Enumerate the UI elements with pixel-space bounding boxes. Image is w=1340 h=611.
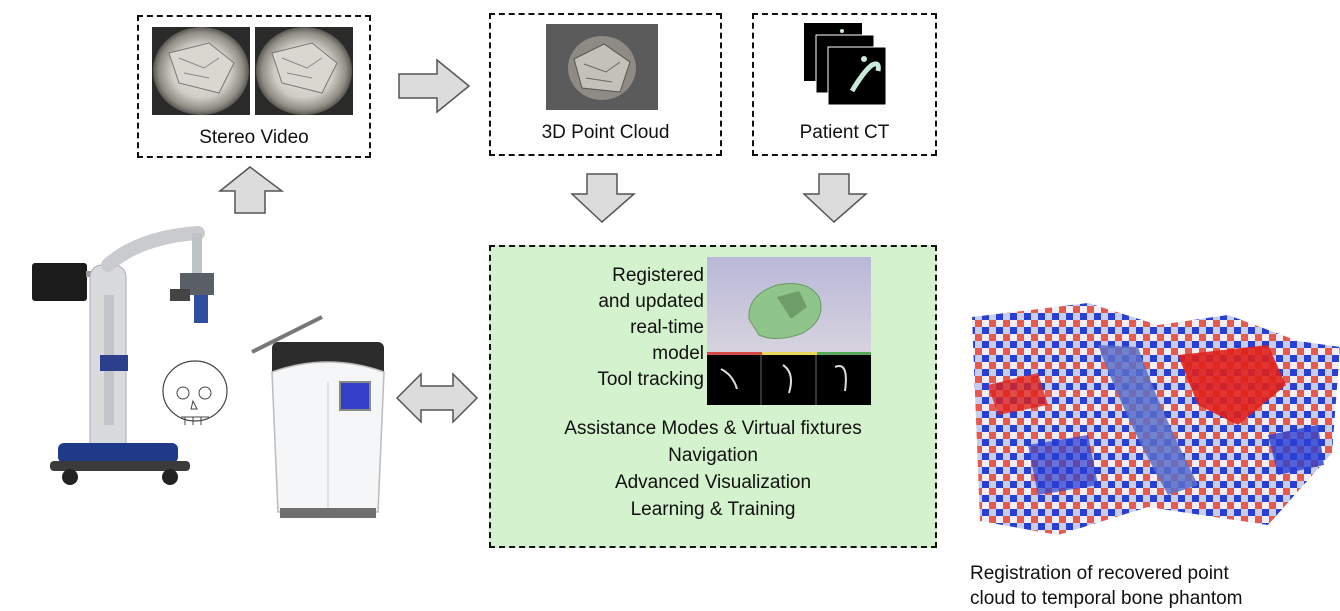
- up-arrow-icon: [218, 166, 284, 214]
- double-arrow-icon: [395, 372, 479, 424]
- registered-line: Tool tracking: [597, 369, 704, 390]
- stereo-frames-icon: [152, 27, 353, 115]
- skull-sketch-icon: [162, 360, 228, 425]
- registered-line: real-time: [630, 317, 704, 338]
- feature-item: Advanced Visualization: [614, 472, 812, 493]
- point-cloud-box: 3D Point Cloud: [489, 13, 722, 156]
- feature-list: Assistance Modes & Virtual fixtures Navi…: [491, 415, 935, 523]
- surgical-robot-icon: [251, 315, 385, 518]
- caption-line: cloud to temporal bone phantom: [970, 588, 1243, 609]
- patient-ct-box: Patient CT: [752, 13, 937, 156]
- registered-line: and updated: [598, 291, 704, 312]
- feature-item: Navigation: [668, 445, 758, 466]
- patient-ct-label: Patient CT: [799, 122, 890, 143]
- registered-line: Registered: [612, 265, 704, 286]
- registered-text: Registered and updated real-time model T…: [531, 263, 704, 393]
- registered-model-panel: Registered and updated real-time model T…: [489, 245, 937, 548]
- surgical-microscope-icon: [32, 226, 214, 485]
- ct-slices-icon: [804, 23, 887, 106]
- down-arrow-icon: [570, 173, 636, 224]
- point-cloud-thumbnail-icon: [546, 24, 658, 110]
- down-arrow-icon: [802, 173, 868, 224]
- registration-render-icon: [707, 257, 871, 405]
- feature-item: Assistance Modes & Virtual fixtures: [564, 418, 862, 439]
- figure-caption: Registration of recovered point cloud to…: [970, 561, 1243, 611]
- feature-item: Learning & Training: [630, 499, 796, 520]
- caption-line: Registration of recovered point: [970, 563, 1229, 584]
- stereo-video-label: Stereo Video: [199, 127, 309, 148]
- stereo-video-box: Stereo Video: [137, 15, 371, 158]
- heatmap-point-cloud-icon: [972, 303, 1340, 535]
- registered-line: model: [652, 343, 704, 364]
- right-arrow-icon: [398, 58, 471, 114]
- point-cloud-label: 3D Point Cloud: [541, 122, 670, 143]
